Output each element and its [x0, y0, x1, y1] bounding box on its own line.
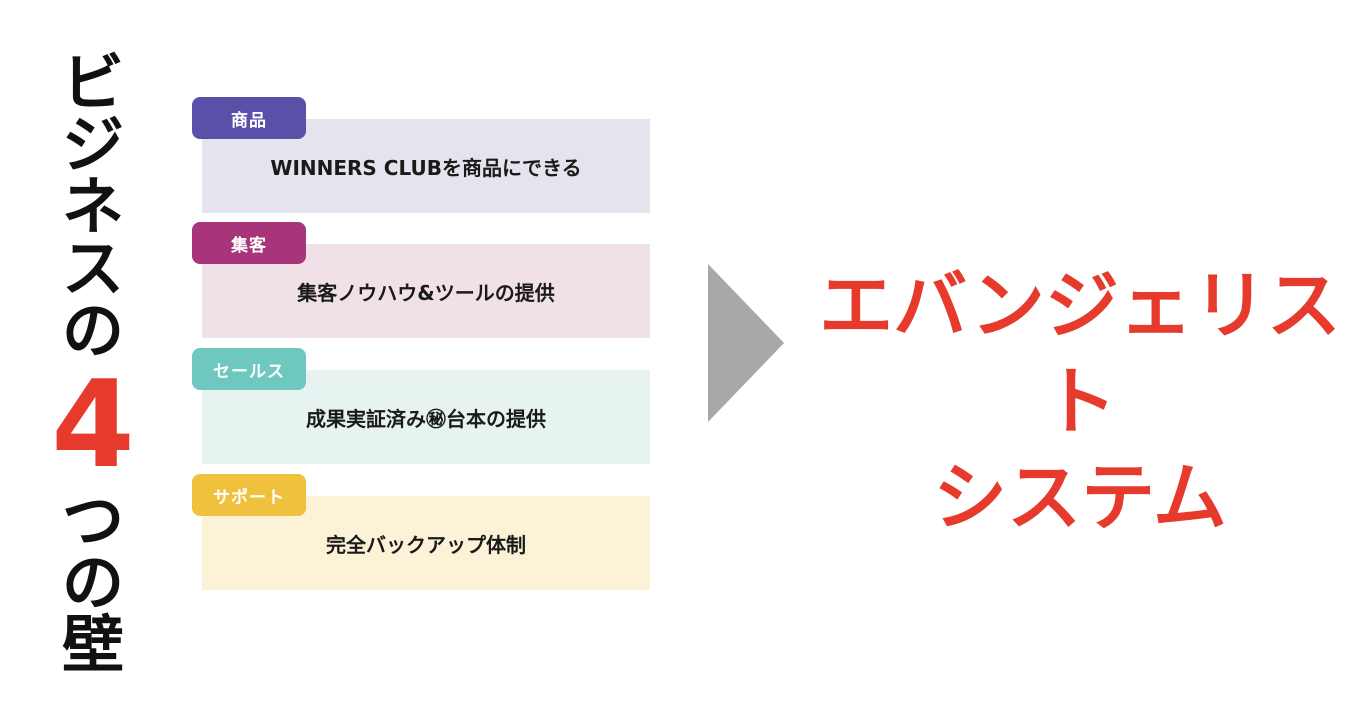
system-title: エバンジェリスト システム: [800, 258, 1360, 546]
title-char: の: [61, 546, 124, 619]
system-title-line2: システム: [933, 455, 1227, 541]
card-support: 完全バックアップ体制 サポート: [192, 474, 650, 590]
title-char: の: [61, 294, 124, 367]
title-char: 壁: [61, 608, 124, 681]
right-arrow-icon: [708, 264, 784, 422]
title-char: ス: [61, 232, 124, 305]
title-char: ネ: [61, 170, 124, 243]
card-product: WINNERS CLUBを商品にできる 商品: [192, 97, 650, 213]
title-char: つ: [61, 484, 124, 557]
card-marketing: 集客ノウハウ&ツールの提供 集客: [192, 222, 650, 338]
tag-product: 商品: [192, 97, 306, 139]
vertical-title: ビ ジ ネ ス の 4 つ の 壁: [38, 46, 148, 676]
title-number: 4: [51, 356, 135, 495]
tag-support: サポート: [192, 474, 306, 516]
tag-marketing: 集客: [192, 222, 306, 264]
title-char: ジ: [61, 108, 124, 181]
system-title-line1: エバンジェリスト: [819, 263, 1341, 445]
tag-sales: セールス: [192, 348, 306, 390]
title-char: ビ: [61, 46, 124, 119]
card-text: WINNERS CLUBを商品にできる: [202, 119, 650, 213]
card-sales: 成果実証済み㊙台本の提供 セールス: [192, 348, 650, 464]
